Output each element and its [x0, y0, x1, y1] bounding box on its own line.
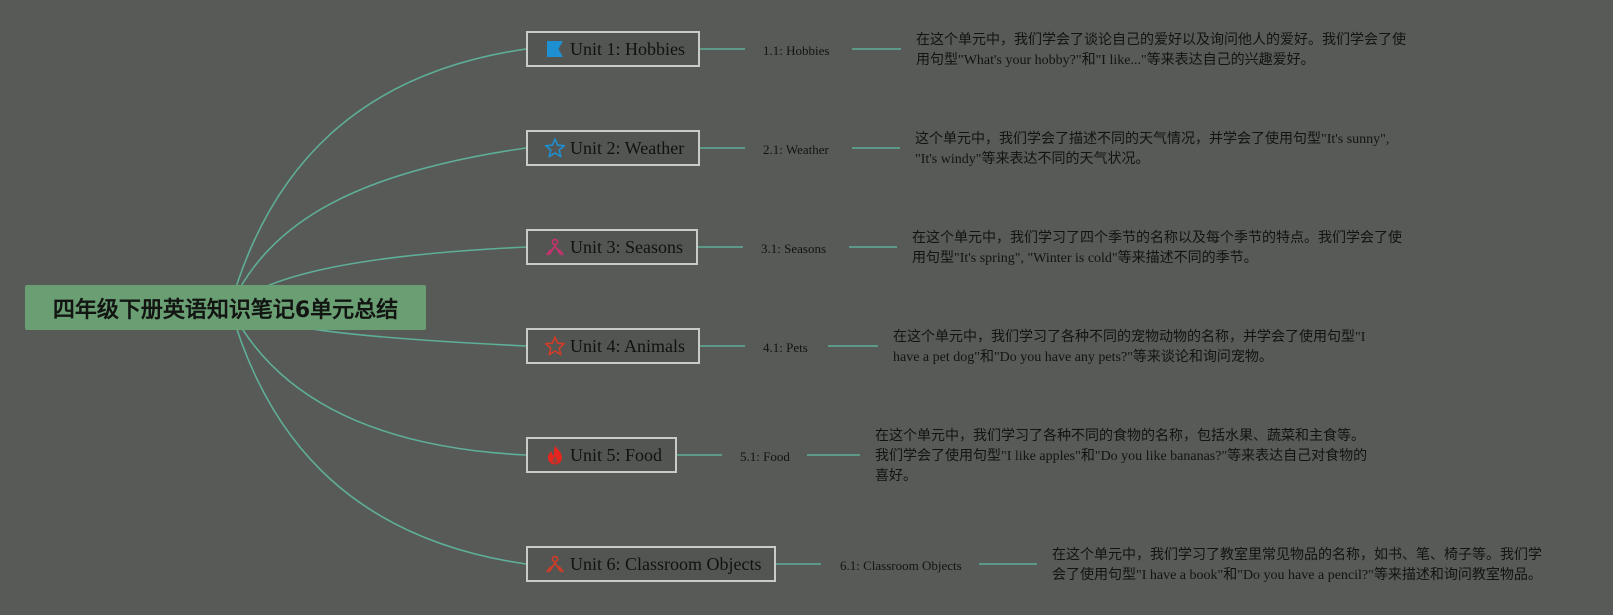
root-topic[interactable]: 四年级下册英语知识笔记6单元总结 [25, 285, 426, 330]
branch-line-5 [229, 306, 527, 456]
description-6[interactable]: 在这个单元中，我们学习了教室里常见物品的名称，如书、笔、椅子等。我们学 会了使用… [1052, 548, 1542, 583]
description-1[interactable]: 在这个单元中，我们学会了谈论自己的爱好以及询问他人的爱好。我们学会了使 用句型"… [916, 33, 1406, 68]
subtopic-5-1[interactable]: 5.1: Food [740, 449, 790, 464]
star-outline-icon [544, 137, 566, 159]
branch-line-6 [229, 306, 527, 565]
unit-title: Unit 1: Hobbies [570, 38, 685, 59]
unit-title: Unit 6: Classroom Objects [570, 553, 762, 574]
unit-node-5[interactable]: Unit 5: Food [526, 437, 677, 473]
unit-node-3[interactable]: Unit 3: Seasons [526, 229, 698, 265]
subtopic-3-1[interactable]: 3.1: Seasons [761, 241, 826, 256]
unit-title: Unit 2: Weather [570, 137, 685, 158]
unit-title: Unit 4: Animals [570, 335, 686, 356]
description-4[interactable]: 在这个单元中，我们学习了各种不同的宠物动物的名称，并学会了使用句型"I have… [893, 330, 1366, 365]
description-5[interactable]: 在这个单元中，我们学习了各种不同的食物的名称，包括水果、蔬菜和主食等。 我们学会… [875, 429, 1368, 484]
unit-node-2[interactable]: Unit 2: Weather [526, 130, 700, 166]
unit-node-6[interactable]: Unit 6: Classroom Objects [526, 546, 776, 582]
unit-node-4[interactable]: Unit 4: Animals [526, 328, 700, 364]
branch-line-1 [229, 48, 527, 308]
description-3[interactable]: 在这个单元中，我们学习了四个季节的名称以及每个季节的特点。我们学会了使 用句型"… [912, 231, 1402, 266]
unit-node-1[interactable]: Unit 1: Hobbies [526, 31, 700, 67]
subtopic-6-1[interactable]: 6.1: Classroom Objects [840, 558, 962, 573]
fire-icon [544, 444, 566, 466]
subtopic-4-1[interactable]: 4.1: Pets [763, 340, 808, 355]
subtopic-2-1[interactable]: 2.1: Weather [763, 142, 829, 157]
unit-title: Unit 5: Food [570, 444, 663, 465]
branch-line-2 [229, 147, 527, 308]
people-icon [544, 236, 566, 258]
people-icon [544, 553, 566, 575]
star-outline-icon [544, 335, 566, 357]
flag-icon [544, 38, 566, 60]
description-2[interactable]: 这个单元中，我们学会了描述不同的天气情况，并学会了使用句型"It's sunny… [915, 132, 1390, 167]
subtopic-1-1[interactable]: 1.1: Hobbies [763, 43, 830, 58]
unit-title: Unit 3: Seasons [570, 236, 684, 257]
